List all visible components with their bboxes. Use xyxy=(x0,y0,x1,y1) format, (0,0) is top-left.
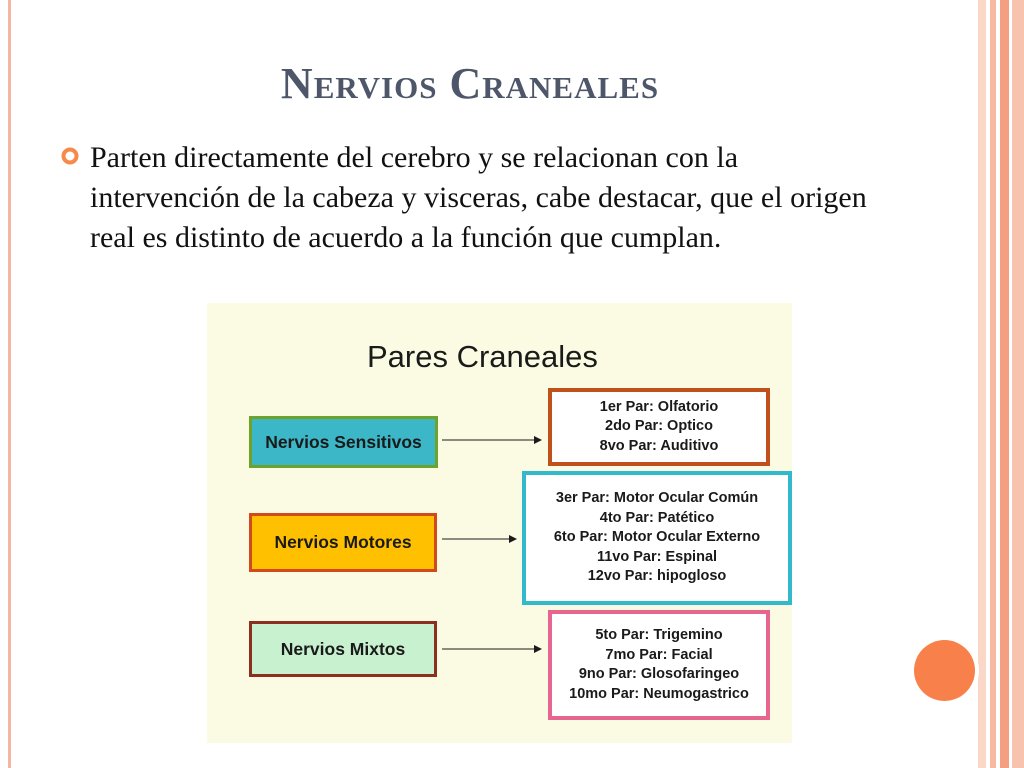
detail-line: 9no Par: Glosofaringeo xyxy=(578,666,740,682)
detail-line: 1er Par: Olfatorio xyxy=(599,398,719,415)
detail-line: 7mo Par: Facial xyxy=(605,646,713,663)
details-sensitivos: 1er Par: Olfatorio 2do Par: Optico 8vo P… xyxy=(548,388,770,466)
category-motores: Nervios Motores xyxy=(249,513,437,572)
detail-line: 2do Par: Optico xyxy=(605,418,713,435)
bullet-item: Parten directamente del cerebro y se rel… xyxy=(58,138,888,258)
orange-ring-bullet-icon xyxy=(61,147,79,165)
detail-line: 3er Par: Motor Ocular Común xyxy=(555,490,759,507)
detail-line: 6to Par: Motor Ocular Externo xyxy=(553,529,761,546)
diagram-title: Pares Craneales xyxy=(367,339,598,374)
details-mixtos: 5to Par: Trigemino 7mo Par: Facial 9no P… xyxy=(548,610,770,720)
details-motores: 3er Par: Motor Ocular Común 4to Par: Pat… xyxy=(522,471,792,605)
diagram-arrows xyxy=(442,436,542,653)
category-sensitivos: Nervios Sensitivos xyxy=(249,416,438,468)
detail-line: 12vo Par: hipogloso xyxy=(587,568,727,585)
right-stripes-decoration xyxy=(978,0,1024,768)
detail-line: 4to Par: Patético xyxy=(599,509,715,526)
bullet-text: Parten directamente del cerebro y se rel… xyxy=(90,141,867,254)
detail-line: 10mo Par: Neumogastrico xyxy=(569,685,749,702)
detail-line: 11vo Par: Espinal xyxy=(596,548,718,565)
slide-title: Nervios Craneales xyxy=(280,59,660,108)
detail-line: 5to Par: Trigemino xyxy=(595,627,723,643)
orange-circle-decoration xyxy=(910,636,979,705)
category-mixtos: Nervios Mixtos xyxy=(249,621,437,677)
cranial-pairs-diagram: Pares Craneales Nervios Sensitivos Nervi… xyxy=(207,303,792,743)
left-border-decoration xyxy=(8,0,11,768)
detail-line: 8vo Par: Auditivo xyxy=(599,437,719,454)
